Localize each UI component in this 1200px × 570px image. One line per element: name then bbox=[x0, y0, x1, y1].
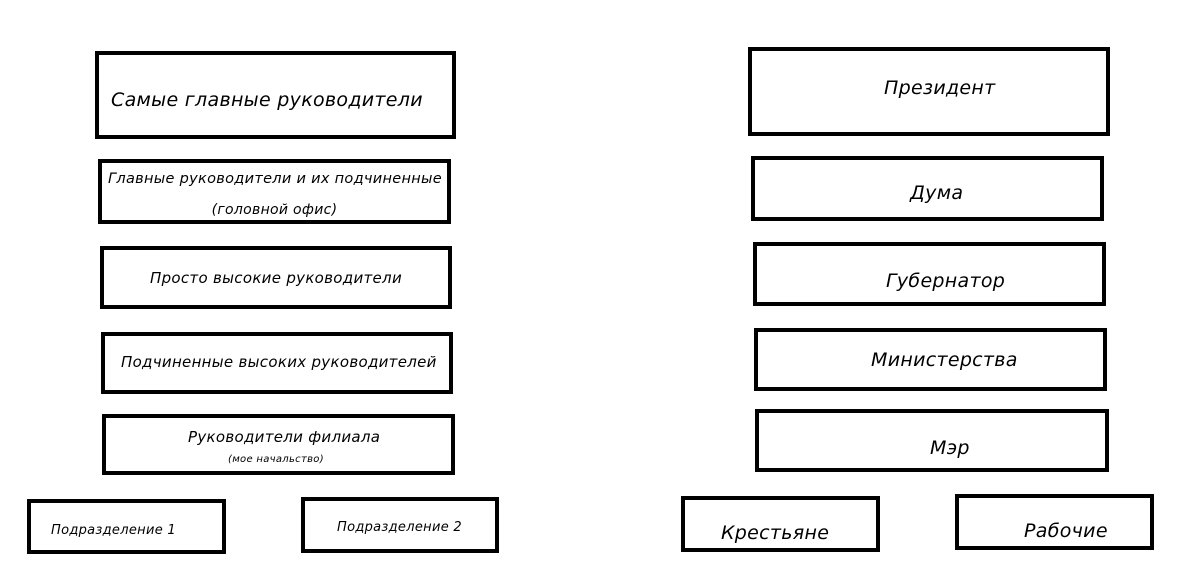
label-governor: Губернатор bbox=[886, 270, 1006, 292]
label-division-2: Подразделение 2 bbox=[337, 520, 462, 535]
box-head-office: Главные руководители и их подчиненные (г… bbox=[98, 159, 451, 224]
box-top-executives: Самые главные руководители bbox=[95, 51, 456, 139]
box-senior-subordinates: Подчиненные высоких руководителей bbox=[101, 332, 453, 394]
box-mayor: Мэр bbox=[755, 409, 1109, 472]
label-head-office-line2: (головной офис) bbox=[211, 202, 338, 218]
label-senior-subordinates: Подчиненные высоких руководителей bbox=[121, 353, 437, 371]
label-top-executives: Самые главные руководители bbox=[111, 89, 423, 111]
label-peasants: Крестьяне bbox=[721, 522, 830, 544]
label-duma: Дума bbox=[910, 182, 964, 204]
box-branch-managers: Руководители филиала (мое начальство) bbox=[102, 414, 455, 475]
label-senior-managers: Просто высокие руководители bbox=[150, 269, 402, 287]
box-workers: Рабочие bbox=[955, 494, 1154, 550]
box-governor: Губернатор bbox=[753, 242, 1106, 306]
label-division-1: Подразделение 1 bbox=[51, 523, 176, 538]
label-branch-managers-line1: Руководители филиала bbox=[188, 428, 381, 446]
box-president: Президент bbox=[748, 47, 1110, 136]
label-president: Президент bbox=[884, 77, 996, 99]
box-peasants: Крестьяне bbox=[681, 496, 880, 552]
box-division-1: Подразделение 1 bbox=[27, 499, 226, 554]
box-division-2: Подразделение 2 bbox=[301, 497, 499, 553]
label-workers: Рабочие bbox=[1024, 520, 1108, 542]
label-ministries: Министерства bbox=[871, 349, 1018, 371]
label-head-office-line1: Главные руководители и их подчиненные bbox=[108, 171, 443, 187]
box-duma: Дума bbox=[751, 156, 1104, 221]
box-ministries: Министерства bbox=[754, 328, 1107, 391]
box-senior-managers: Просто высокие руководители bbox=[100, 246, 452, 309]
label-branch-managers-line2: (мое начальство) bbox=[228, 454, 324, 465]
label-mayor: Мэр bbox=[930, 437, 970, 459]
